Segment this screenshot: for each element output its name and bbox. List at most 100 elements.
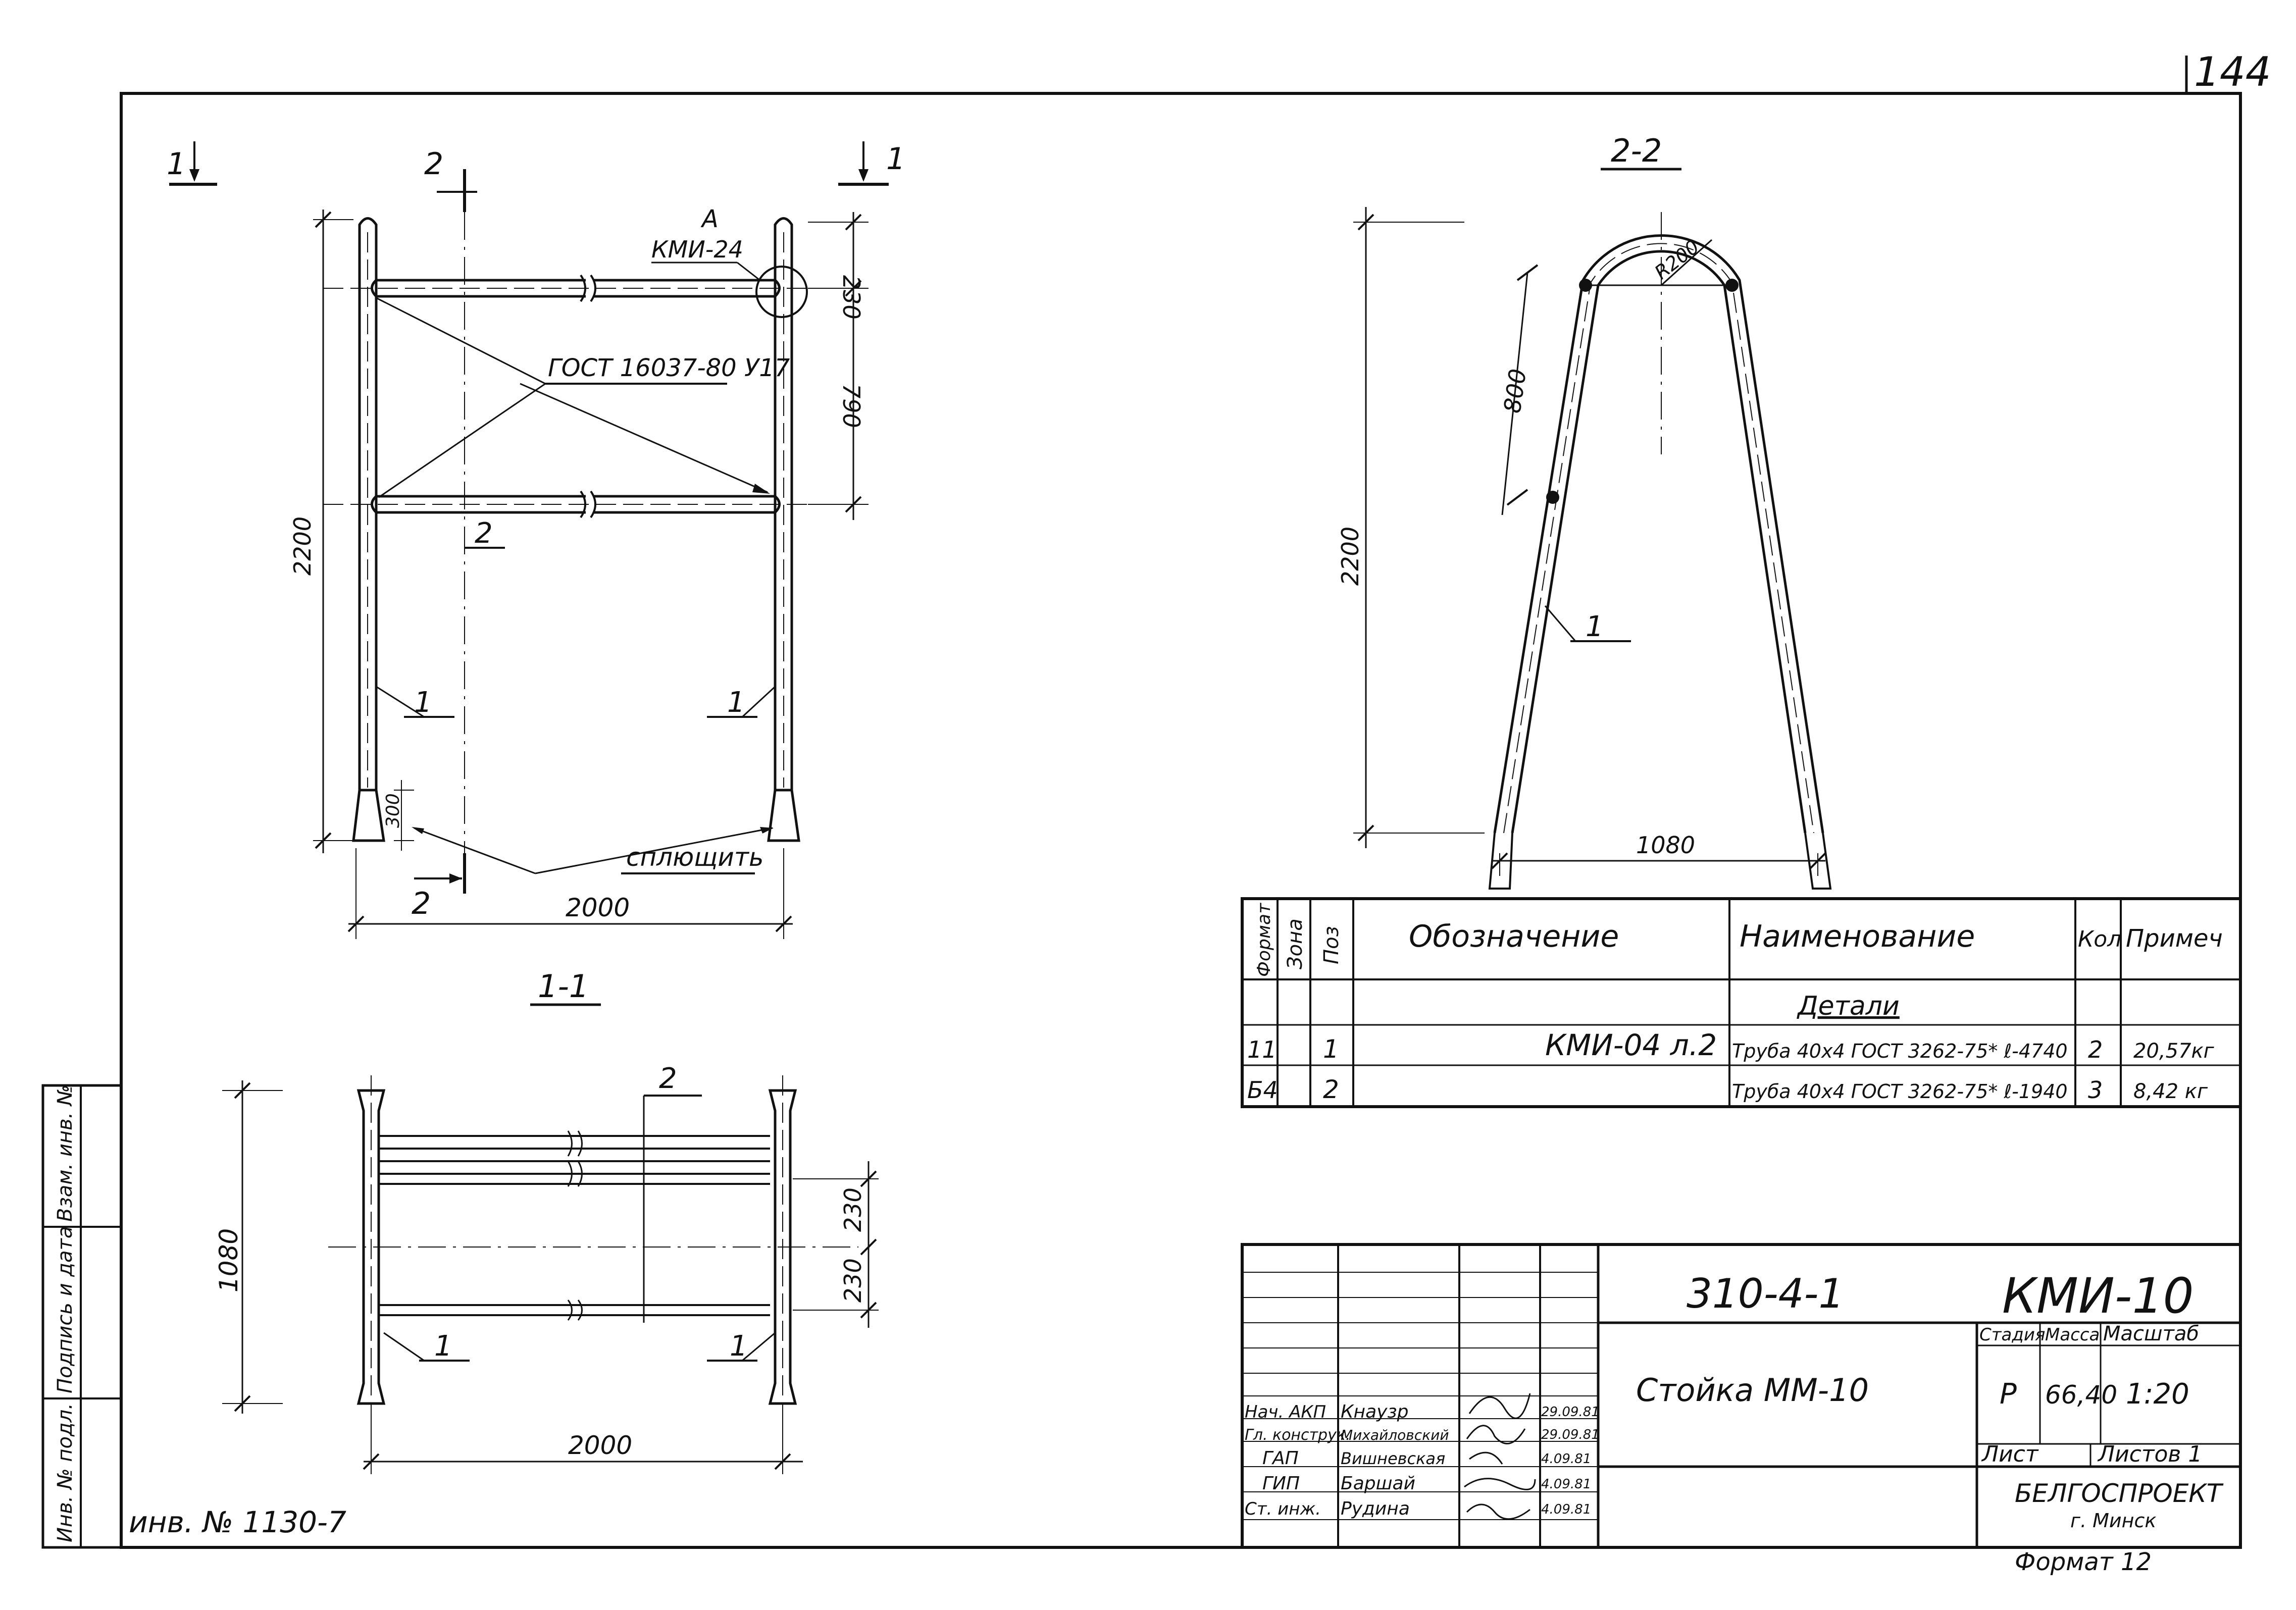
post-left-plan xyxy=(356,1089,386,1405)
section-title-details: Детали xyxy=(1797,991,1900,1021)
pos-2-section-1-1: 2 xyxy=(659,1062,677,1095)
inventory-label: инв. № 1130-7 xyxy=(129,1505,346,1539)
view-section-2-2: 2-2 R200 800 2200 1080 1 xyxy=(1337,132,1832,890)
dim-1080-section-2-2: 1080 xyxy=(1636,832,1695,859)
sheet-frame: 144 инв. № 1130-7 Формат 1 2 xyxy=(120,48,2271,1576)
stage-label: Стадия xyxy=(1979,1325,2045,1345)
node-a-ref: КМИ-24 xyxy=(651,236,743,263)
rungs-plan xyxy=(328,1130,858,1321)
flatten-note: сплющить xyxy=(626,843,763,872)
row1-pos: 1 xyxy=(1323,1034,1339,1064)
spec-table: Формат Зона Поз Обозначение Наименование… xyxy=(1241,897,2242,1108)
sig-role: ГИП xyxy=(1262,1473,1300,1494)
row1-qty: 2 xyxy=(2088,1036,2103,1063)
th-format: Формат xyxy=(1254,903,1274,977)
dim-1080-section-1-1: 1080 xyxy=(214,1228,243,1292)
pos-1-front-right: 1 xyxy=(727,686,745,719)
post-right xyxy=(767,217,800,842)
sheet-number: 144 xyxy=(2194,48,2271,95)
row2-pos: 2 xyxy=(1323,1075,1339,1104)
th-note: Примеч xyxy=(2126,924,2223,953)
drawing-code: КМИ-10 xyxy=(2002,1268,2194,1324)
section-mark-2-top: 2 xyxy=(424,146,443,182)
stamp-signature-date: Подпись и дата xyxy=(54,1226,77,1393)
row1-designation: КМИ-04 л.2 xyxy=(1545,1028,1717,1062)
sig-name: Баршай xyxy=(1341,1473,1415,1494)
th-qty: Кол xyxy=(2078,926,2121,952)
row1-note: 20,57кг xyxy=(2133,1040,2215,1063)
view-front: 1 1 2 2 xyxy=(167,141,905,939)
section-mark-1-right: 1 xyxy=(886,141,905,177)
pos-1-section-1-1-right: 1 xyxy=(730,1330,748,1363)
sig-date: 4.09.81 xyxy=(1541,1451,1591,1467)
row2-name: Труба 40х4 ГОСТ 3262-75* ℓ-1940 xyxy=(1732,1080,2068,1103)
doc-code: 310-4-1 xyxy=(1687,1270,1844,1317)
th-pos: Поз xyxy=(1320,926,1343,964)
view-section-1-1: 1-1 2 1080 xyxy=(214,968,879,1474)
dim-2000-front: 2000 xyxy=(566,893,630,922)
rung-upper xyxy=(323,274,828,302)
row2-qty: 3 xyxy=(2088,1076,2103,1104)
pos-1-front-left: 1 xyxy=(414,686,432,719)
th-name: Наименование xyxy=(1740,919,1975,954)
sig-name: Рудина xyxy=(1341,1498,1410,1519)
pos-2-front: 2 xyxy=(475,517,493,550)
post-left xyxy=(352,217,385,842)
section-2-2-title: 2-2 xyxy=(1611,132,1662,169)
mass-value: 66,40 xyxy=(2045,1380,2117,1410)
drawing-title: Стойка ММ-10 xyxy=(1636,1372,1869,1409)
dim-2200-front: 2200 xyxy=(289,516,316,576)
sig-name: Вишневская xyxy=(1341,1449,1445,1468)
dim-230a-section-1-1: 230 xyxy=(839,1187,866,1232)
sig-date: 4.09.81 xyxy=(1541,1477,1591,1492)
list-item: ГАП Вишневская 4.09.81 xyxy=(1262,1448,1591,1469)
table-row: 11 1 КМИ-04 л.2 Труба 40х4 ГОСТ 3262-75*… xyxy=(1247,1028,2215,1064)
sheets-label: Листов 1 xyxy=(2097,1441,2202,1467)
table-row: Б4 2 Труба 40х4 ГОСТ 3262-75* ℓ-1940 3 8… xyxy=(1247,1075,2208,1104)
list-item: ГИП Баршай 4.09.81 xyxy=(1262,1473,1591,1494)
node-a-label: А xyxy=(700,205,719,233)
scale-value: 1:20 xyxy=(2126,1378,2189,1411)
section-mark-1-left: 1 xyxy=(167,146,186,182)
org-name: БЕЛГОСПРОЕКТ xyxy=(2015,1479,2224,1508)
node-a-circle xyxy=(755,266,808,318)
dim-230-front: 230 xyxy=(838,275,865,320)
row2-note: 8,42 кг xyxy=(2133,1080,2208,1103)
sheet-label: Лист xyxy=(1981,1441,2039,1467)
section-mark-2-bottom: 2 xyxy=(412,886,431,921)
title-block: 310-4-1 КМИ-10 Стойка ММ-10 Стадия Масса… xyxy=(1241,1243,2242,1549)
scale-label: Масштаб xyxy=(2103,1322,2199,1345)
sig-name: Михайловский xyxy=(1341,1427,1449,1443)
sig-role: Ст. инж. xyxy=(1245,1499,1321,1519)
handwritten-signatures xyxy=(1464,1393,1536,1520)
row1-format: 11 xyxy=(1247,1036,1277,1063)
section-1-1-title: 1-1 xyxy=(538,968,589,1005)
sig-date: 29.09.81 xyxy=(1541,1427,1600,1442)
sig-date: 4.09.81 xyxy=(1541,1502,1591,1517)
u-frame-outer xyxy=(1493,234,1824,834)
row1-name: Труба 40х4 ГОСТ 3262-75* ℓ-4740 xyxy=(1732,1040,2068,1062)
stage-value: Р xyxy=(2000,1378,2017,1411)
list-item: Гл. конструк. Михайловский 29.09.81 xyxy=(1245,1426,1600,1444)
th-zone: Зона xyxy=(1284,918,1307,969)
post-right-plan xyxy=(768,1089,797,1405)
sig-role: Нач. АКП xyxy=(1245,1402,1326,1422)
pos-1-section-1-1-left: 1 xyxy=(434,1330,452,1363)
org-city: г. Минск xyxy=(2070,1510,2156,1532)
dim-300-front: 300 xyxy=(383,793,403,828)
sig-role: Гл. конструк. xyxy=(1245,1426,1350,1444)
list-item: Нач. АКП Кнаузр 29.09.81 xyxy=(1245,1401,1600,1422)
stamp-replace-inv: Взам. инв. № xyxy=(54,1084,77,1222)
sig-date: 29.09.81 xyxy=(1541,1405,1600,1420)
dim-2200-section-2-2: 2200 xyxy=(1337,527,1364,586)
dim-2000-section-1-1: 2000 xyxy=(568,1431,632,1460)
weld-note: ГОСТ 16037-80 У17 xyxy=(548,354,790,382)
u-frame-inner xyxy=(1511,250,1807,834)
dim-230b-section-1-1: 230 xyxy=(839,1258,866,1303)
stamp-inv-no: Инв. № подл. xyxy=(54,1403,77,1542)
sig-role: ГАП xyxy=(1262,1448,1299,1469)
left-margin-stamp: Инв. № подл. Подпись и дата Взам. инв. № xyxy=(41,1084,123,1549)
rung-lower xyxy=(323,490,828,518)
pos-1-section-2-2: 1 xyxy=(1586,610,1604,643)
